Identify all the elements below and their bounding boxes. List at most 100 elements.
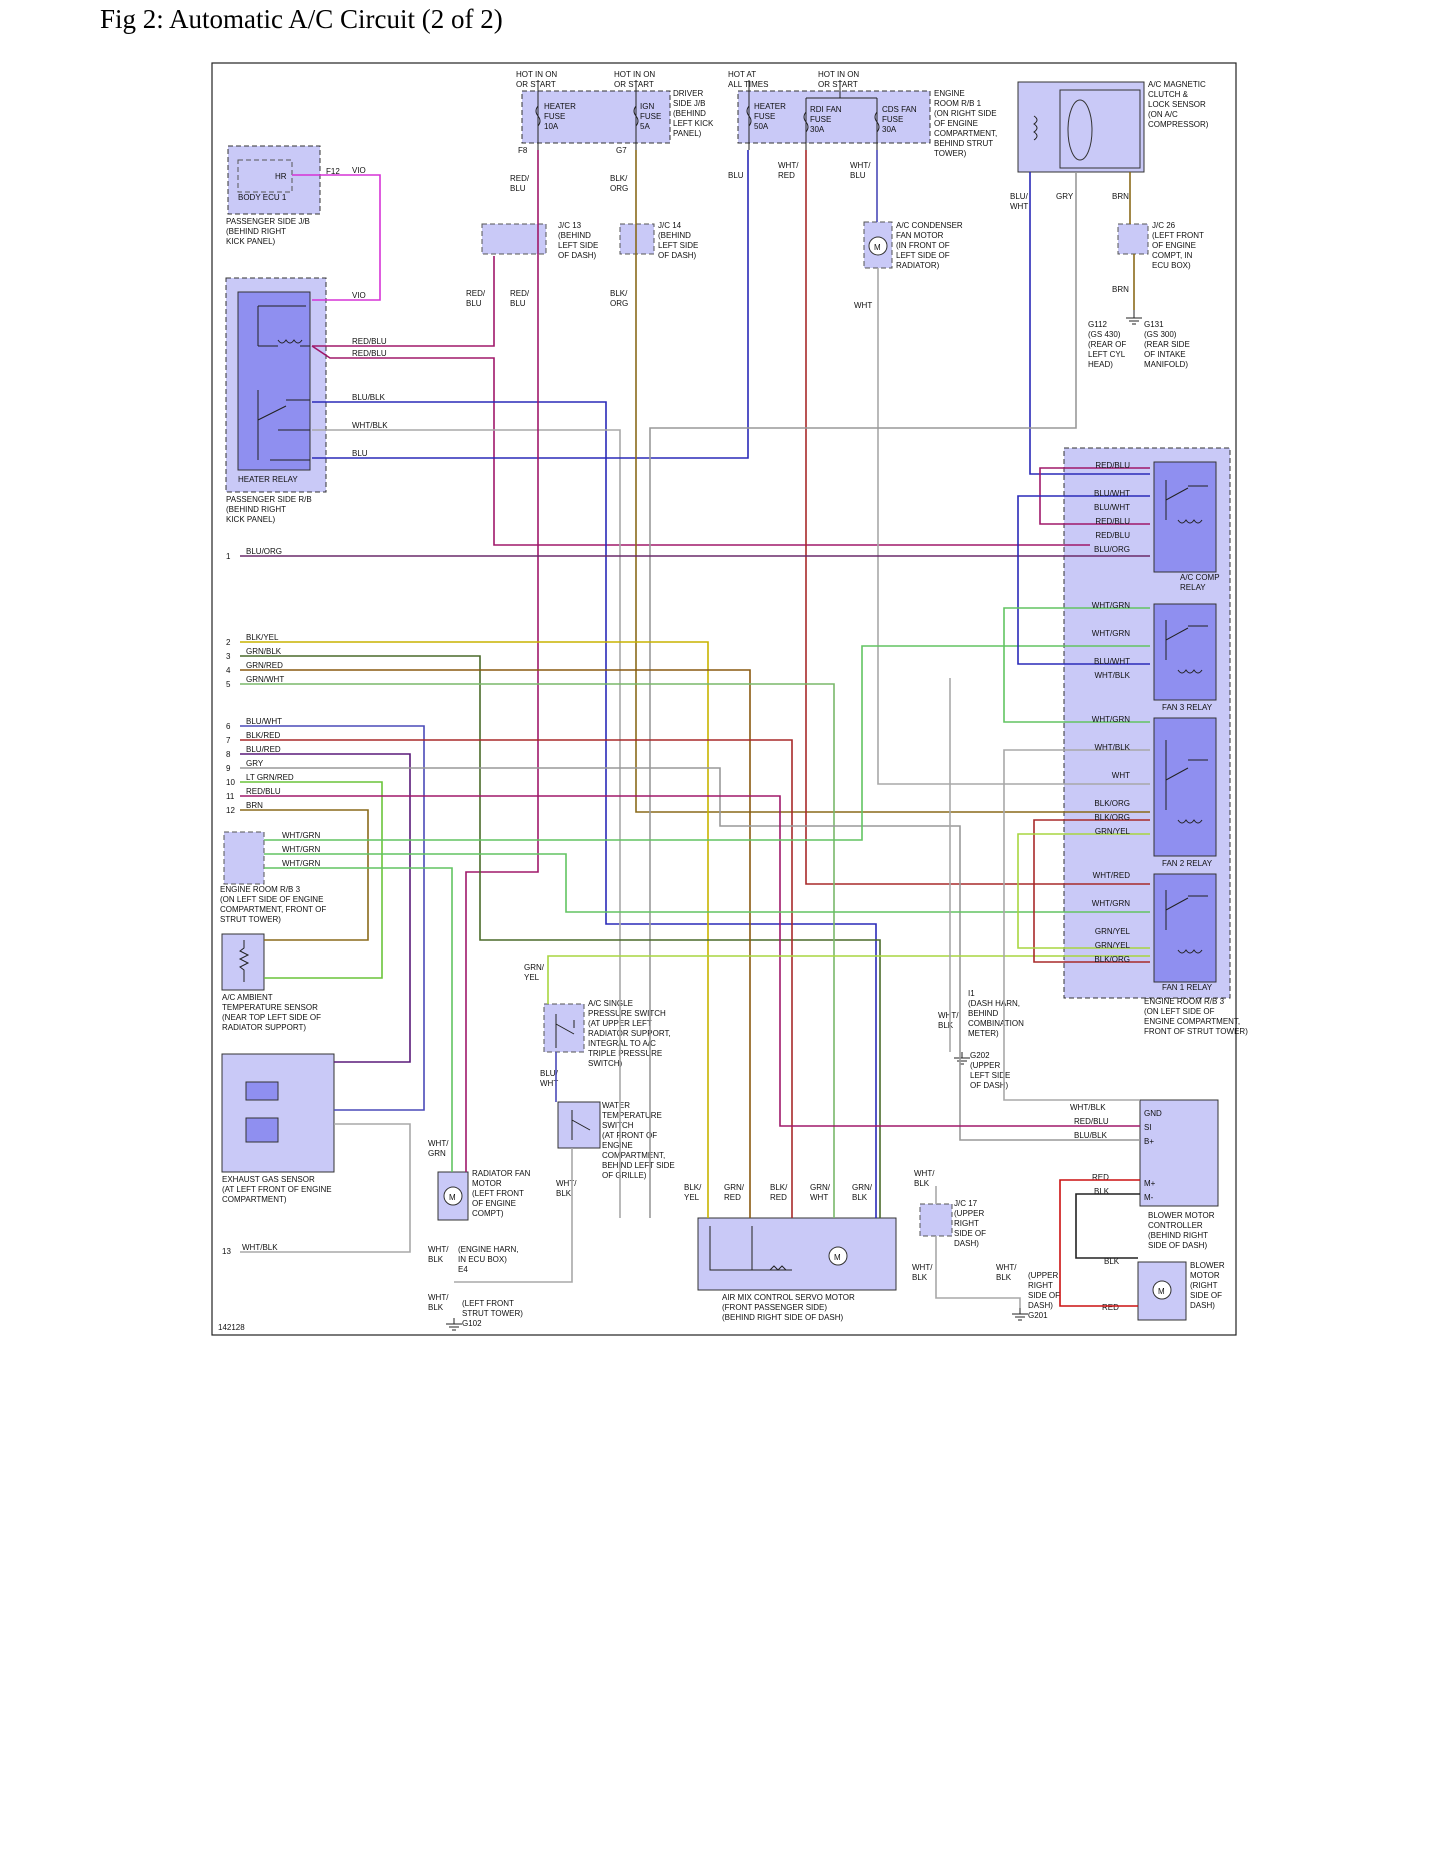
left-wire-num-11: 11 <box>226 792 235 801</box>
left-wire-color-8: BLU/RED <box>246 745 281 754</box>
left-wire-num-13: 13 <box>222 1247 231 1256</box>
fan1-relay-body <box>1153 873 1217 983</box>
wht-grn-a2: WHT/GRN <box>282 845 320 854</box>
blu-blk-wire <box>312 401 877 1218</box>
ground-g202 <box>954 1052 970 1065</box>
blower-ctrl-box <box>1139 1099 1219 1207</box>
jc14-box <box>619 223 655 255</box>
heater-fuse-50-symbol <box>746 80 752 150</box>
fan1-relay-switch <box>1165 890 1208 954</box>
blower-wire-5: BLK <box>1094 1187 1110 1196</box>
heater-relay-body <box>237 291 311 471</box>
fan1-wire-1: WHT/GRN <box>1092 899 1130 908</box>
red-blu-label-c: RED/BLU <box>510 289 530 308</box>
rad-fan-motor-icon <box>443 1186 463 1206</box>
wht-blk-wt-wire <box>454 1148 573 1283</box>
air-mix-pin-3: BLK/RED <box>770 1183 788 1202</box>
engine-rb3-left-box <box>223 831 265 885</box>
fan3-relay-switch <box>1165 620 1208 674</box>
air-mix-label: AIR MIX CONTROL SERVO MOTOR(FRONT PASSEN… <box>722 1293 855 1322</box>
blu-wire-h <box>312 150 749 459</box>
body-ecu-box <box>237 159 293 193</box>
grn-yel-wire <box>547 955 1150 1004</box>
red-blu-label-1: RED/BLU <box>352 337 387 346</box>
left-wire-4 <box>240 669 751 1218</box>
ac-comp-blu-wht-link <box>1017 495 1150 665</box>
red-blu-label-2: RED/BLU <box>352 349 387 358</box>
exhaust-sensor-label: EXHAUST GAS SENSOR(AT LEFT FRONT OF ENGI… <box>222 1175 332 1204</box>
fan2-wire-3: BLK/ORG <box>1094 799 1130 808</box>
wht-blk-label-i1: WHT/BLK <box>938 1011 959 1030</box>
left-wire-11 <box>240 795 1140 1127</box>
wht-cond-trunk <box>877 268 1150 785</box>
ac-condenser-m: M <box>874 243 881 252</box>
f12-label: F12 <box>326 167 340 176</box>
blower-wire-3: BLU/BLK <box>1074 1131 1108 1140</box>
left-wire-num-5: 5 <box>226 680 231 689</box>
ac-clutch-sensor <box>1067 99 1093 161</box>
wht-blk-label-w: WHT/BLK <box>556 1179 577 1198</box>
wht-blk-label-j3: WHT/BLK <box>996 1263 1017 1282</box>
jc17-box <box>919 1203 953 1237</box>
wht-label-cond: WHT <box>854 301 872 310</box>
blower-red-1 <box>1059 1179 1140 1307</box>
fan3-relay-body <box>1153 603 1217 701</box>
exhaust-sensor-box <box>221 1053 335 1173</box>
left-wire-color-9: GRY <box>246 759 264 768</box>
blu-wht-clutch <box>1029 172 1150 475</box>
vio-wire-top <box>292 174 381 301</box>
ac-comp-relay-body <box>1153 461 1217 573</box>
left-wire-num-3: 3 <box>226 652 231 661</box>
blower-pin-si: SI <box>1144 1123 1152 1132</box>
driver-jb-box <box>521 90 671 144</box>
left-wire-5 <box>240 683 835 1218</box>
ac-comp-wire-0: RED/BLU <box>1095 461 1130 470</box>
fan2-relay-label: FAN 2 RELAY <box>1162 859 1213 868</box>
gry-clutch <box>649 172 1077 1218</box>
brn-label-b: BRN <box>1112 285 1129 294</box>
heater-fuse-symbol <box>535 80 541 150</box>
water-temp-contact <box>571 1110 591 1140</box>
wht-grn-a1: WHT/GRN <box>282 831 320 840</box>
air-mix-pin-4: GRN/WHT <box>810 1183 831 1202</box>
heater-relay-coil <box>257 305 310 347</box>
fan3-relay-label: FAN 3 RELAY <box>1162 703 1213 712</box>
figure-id: 142128 <box>218 1323 245 1332</box>
left-wire-color-1: BLU/ORG <box>246 547 282 556</box>
hr-label: HR <box>275 172 287 181</box>
blu-wht-label-v: BLU/WHT <box>540 1069 559 1088</box>
jc17-wht-blk-2 <box>935 1236 1021 1308</box>
blu-label-top: BLU <box>728 171 744 180</box>
blu-wht-label: BLU/WHT <box>1010 192 1029 211</box>
heater-relay-label: HEATER RELAY <box>238 475 298 484</box>
left-wire-color-11: RED/BLU <box>246 787 281 796</box>
ac-comp-relay-switch <box>1165 480 1208 524</box>
fan1-wire-0: WHT/RED <box>1093 871 1131 880</box>
left-wire-num-6: 6 <box>226 722 231 731</box>
brn-label-a: BRN <box>1112 192 1129 201</box>
left-wire-6 <box>240 725 425 1111</box>
fan1-wire-2: GRN/YEL <box>1095 927 1131 936</box>
ac-clutch-coil <box>1059 89 1141 169</box>
wht-red-label: WHT/RED <box>778 161 799 180</box>
rdi-fan-fuse-symbol <box>803 97 877 150</box>
wire-layer <box>240 150 1150 1308</box>
left-wire-num-2: 2 <box>226 638 231 647</box>
cds-fan-fuse-symbol <box>839 80 880 150</box>
fan2-wire-1: WHT/BLK <box>1094 743 1130 752</box>
diagram-frame <box>211 62 1237 1336</box>
left-wire-num-7: 7 <box>226 736 231 745</box>
fan1-wire-3: GRN/YEL <box>1095 941 1131 950</box>
ground-g112 <box>1126 310 1142 325</box>
jc26-box <box>1117 223 1149 255</box>
